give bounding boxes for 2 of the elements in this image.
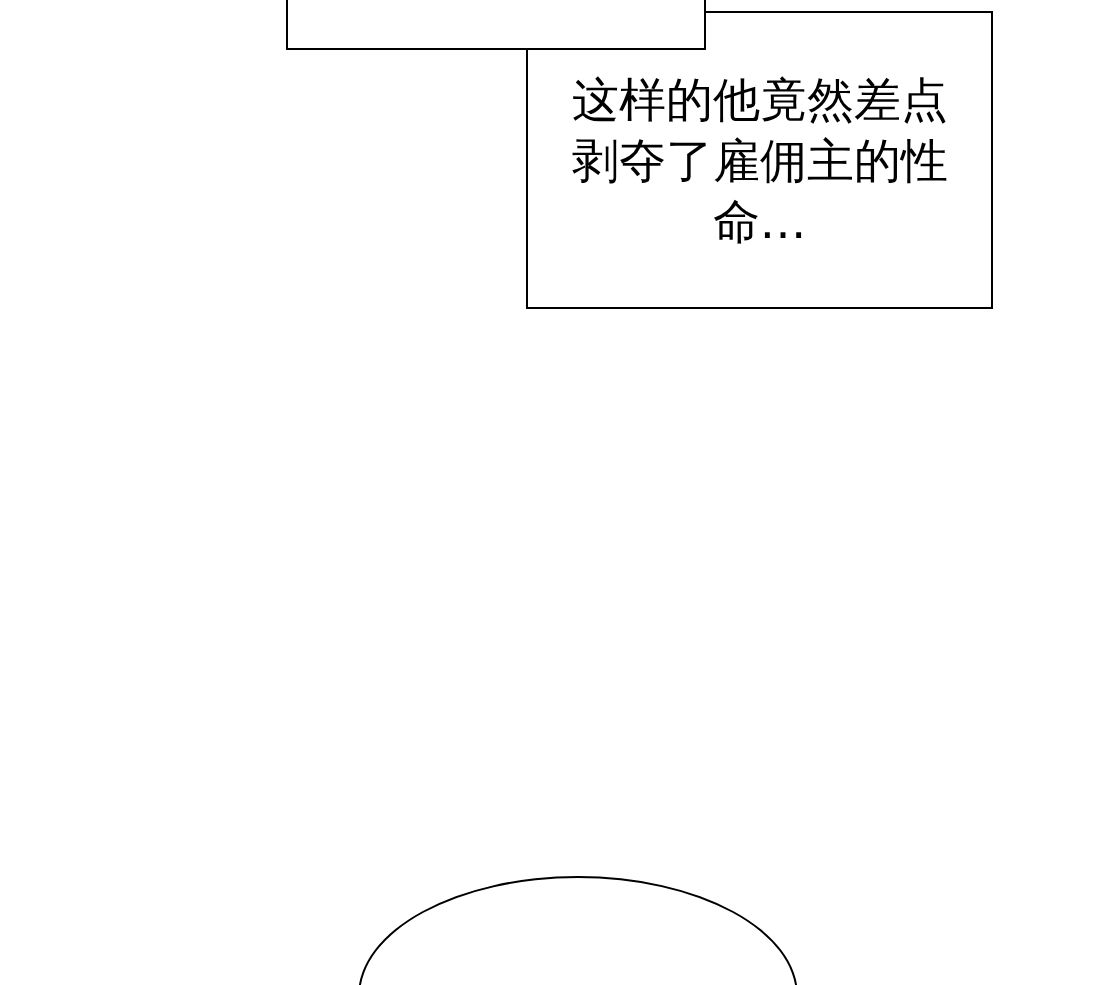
caption-box [526, 11, 993, 309]
caption-text: 这样的他竟然差点剥夺了雇佣主的性命… [570, 70, 949, 251]
